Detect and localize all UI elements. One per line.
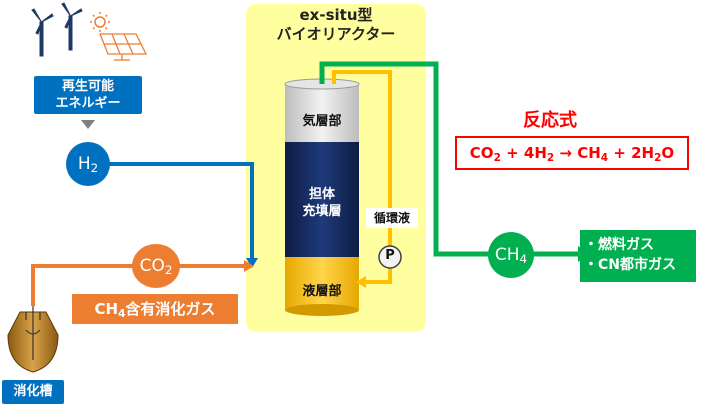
pump-label: P: [385, 248, 395, 263]
reactor-title: ex-situ型 バイオリアクター: [246, 6, 426, 44]
renewable-line1: 再生可能: [61, 79, 114, 94]
wind-turbine-icon: [31, 2, 83, 57]
pump-icon: [378, 245, 402, 269]
reactor-title-line1: ex-situ型: [299, 6, 373, 24]
solar-panel-icon: [99, 33, 148, 61]
use-item-2: ・CN都市ガス: [584, 257, 676, 273]
ch4-pipe: [319, 61, 580, 257]
circulation-pipe: [332, 70, 392, 284]
h2-node: H2: [66, 142, 110, 186]
sun-icon: [90, 12, 110, 32]
reactor-title-line2: バイオリアクター: [276, 25, 396, 43]
co2-node: CO2: [132, 244, 180, 288]
renewable-energy-label: 再生可能 エネルギー: [34, 76, 142, 114]
circulation-label: 循環液: [366, 208, 418, 228]
reactor-column: [284, 78, 360, 316]
renewable-line2: エネルギー: [55, 96, 121, 111]
ch4-label: CH4: [494, 244, 528, 266]
reaction-title: 反応式: [523, 110, 577, 131]
gas-layer-label: 気層部: [302, 114, 342, 129]
arrow-down-icon: [81, 120, 95, 129]
uses-box: ・燃料ガス ・CN都市ガス: [580, 230, 696, 282]
use-item-1: ・燃料ガス: [584, 237, 654, 253]
packed-layer-label: 担体 充填層: [285, 186, 359, 220]
digester-tank-icon: [7, 306, 59, 373]
reaction-formula: CO2 + 4H2 → CH4 + 2H2O: [455, 136, 689, 170]
co2-label: CO2: [139, 255, 173, 277]
ch4-node: CH4: [488, 232, 534, 278]
biogas-label: CH4含有消化ガス: [72, 294, 238, 324]
packed-line2: 充填層: [302, 204, 342, 219]
liquid-layer-label: 液層部: [302, 284, 342, 299]
digester-label: 消化槽: [2, 380, 64, 404]
packed-line1: 担体: [308, 187, 335, 202]
h2-label: H2: [77, 153, 99, 175]
h2-pipe: [105, 162, 254, 262]
